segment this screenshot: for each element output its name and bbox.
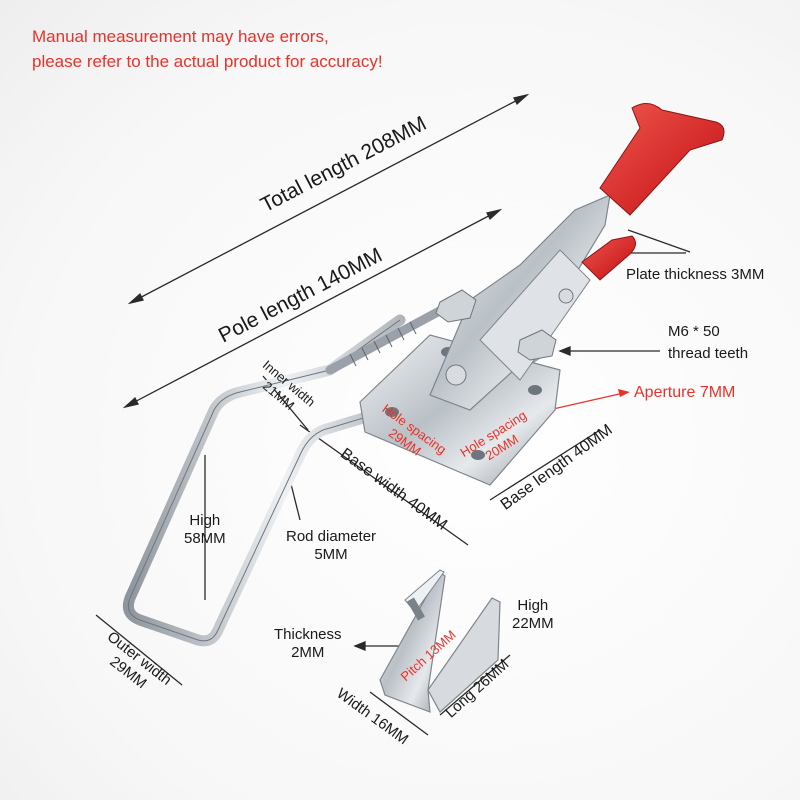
arrow-head — [486, 208, 503, 221]
rod-diameter-line-2: 5MM — [314, 546, 348, 563]
pole-length-line — [124, 209, 501, 408]
high-loop-label: High 58MM — [184, 512, 226, 548]
pivot-nuts — [435, 288, 574, 386]
catch-plate — [379, 569, 501, 713]
plate-thickness-label: Plate thickness 3MM — [626, 266, 765, 283]
base-width-line — [299, 424, 469, 546]
rod-diameter-line-1: Rod diameter — [286, 528, 377, 545]
width-line — [369, 691, 429, 736]
thickness-line-2: 2MM — [291, 644, 325, 661]
total-length-line — [129, 94, 528, 304]
dimension-lines — [95, 93, 691, 736]
long-line — [439, 654, 511, 716]
high-catch-line-2: 22MM — [512, 615, 554, 632]
lever-plate — [479, 249, 591, 381]
notice-line-2: please refer to the actual product for a… — [32, 52, 383, 71]
wire-loop-outline — [127, 319, 441, 642]
high-loop-line-1: High — [189, 512, 221, 529]
thickness-label: Thickness 2MM — [274, 626, 342, 662]
arrow-head — [122, 396, 139, 409]
aperture-label: Aperture 7MM — [634, 384, 736, 401]
outer-width-line — [95, 614, 183, 686]
thread-label-line-1: M6 * 50 — [668, 323, 720, 340]
arrow-head — [618, 389, 630, 397]
high-catch-label: High 22MM — [512, 597, 554, 633]
high-catch-line-1: High — [517, 597, 549, 614]
arrow-head — [353, 641, 366, 651]
rod-diameter-label: Rod diameter 5MM — [286, 528, 376, 564]
base-length-line — [489, 429, 601, 501]
arrow-head — [127, 292, 144, 305]
thickness-line-1: Thickness — [274, 626, 342, 643]
plate-thickness-pointer — [627, 229, 691, 253]
rod-diameter-pointer — [289, 479, 301, 521]
release-lever-grip — [581, 235, 636, 281]
high-loop-line-2: 58MM — [184, 530, 226, 547]
main-handle-grip — [599, 103, 725, 216]
arrow-head — [513, 93, 530, 106]
thread-label-line-2: thread teeth — [668, 345, 749, 362]
arrow-head — [558, 346, 571, 356]
notice-line-1: Manual measurement may have errors, — [32, 27, 329, 46]
